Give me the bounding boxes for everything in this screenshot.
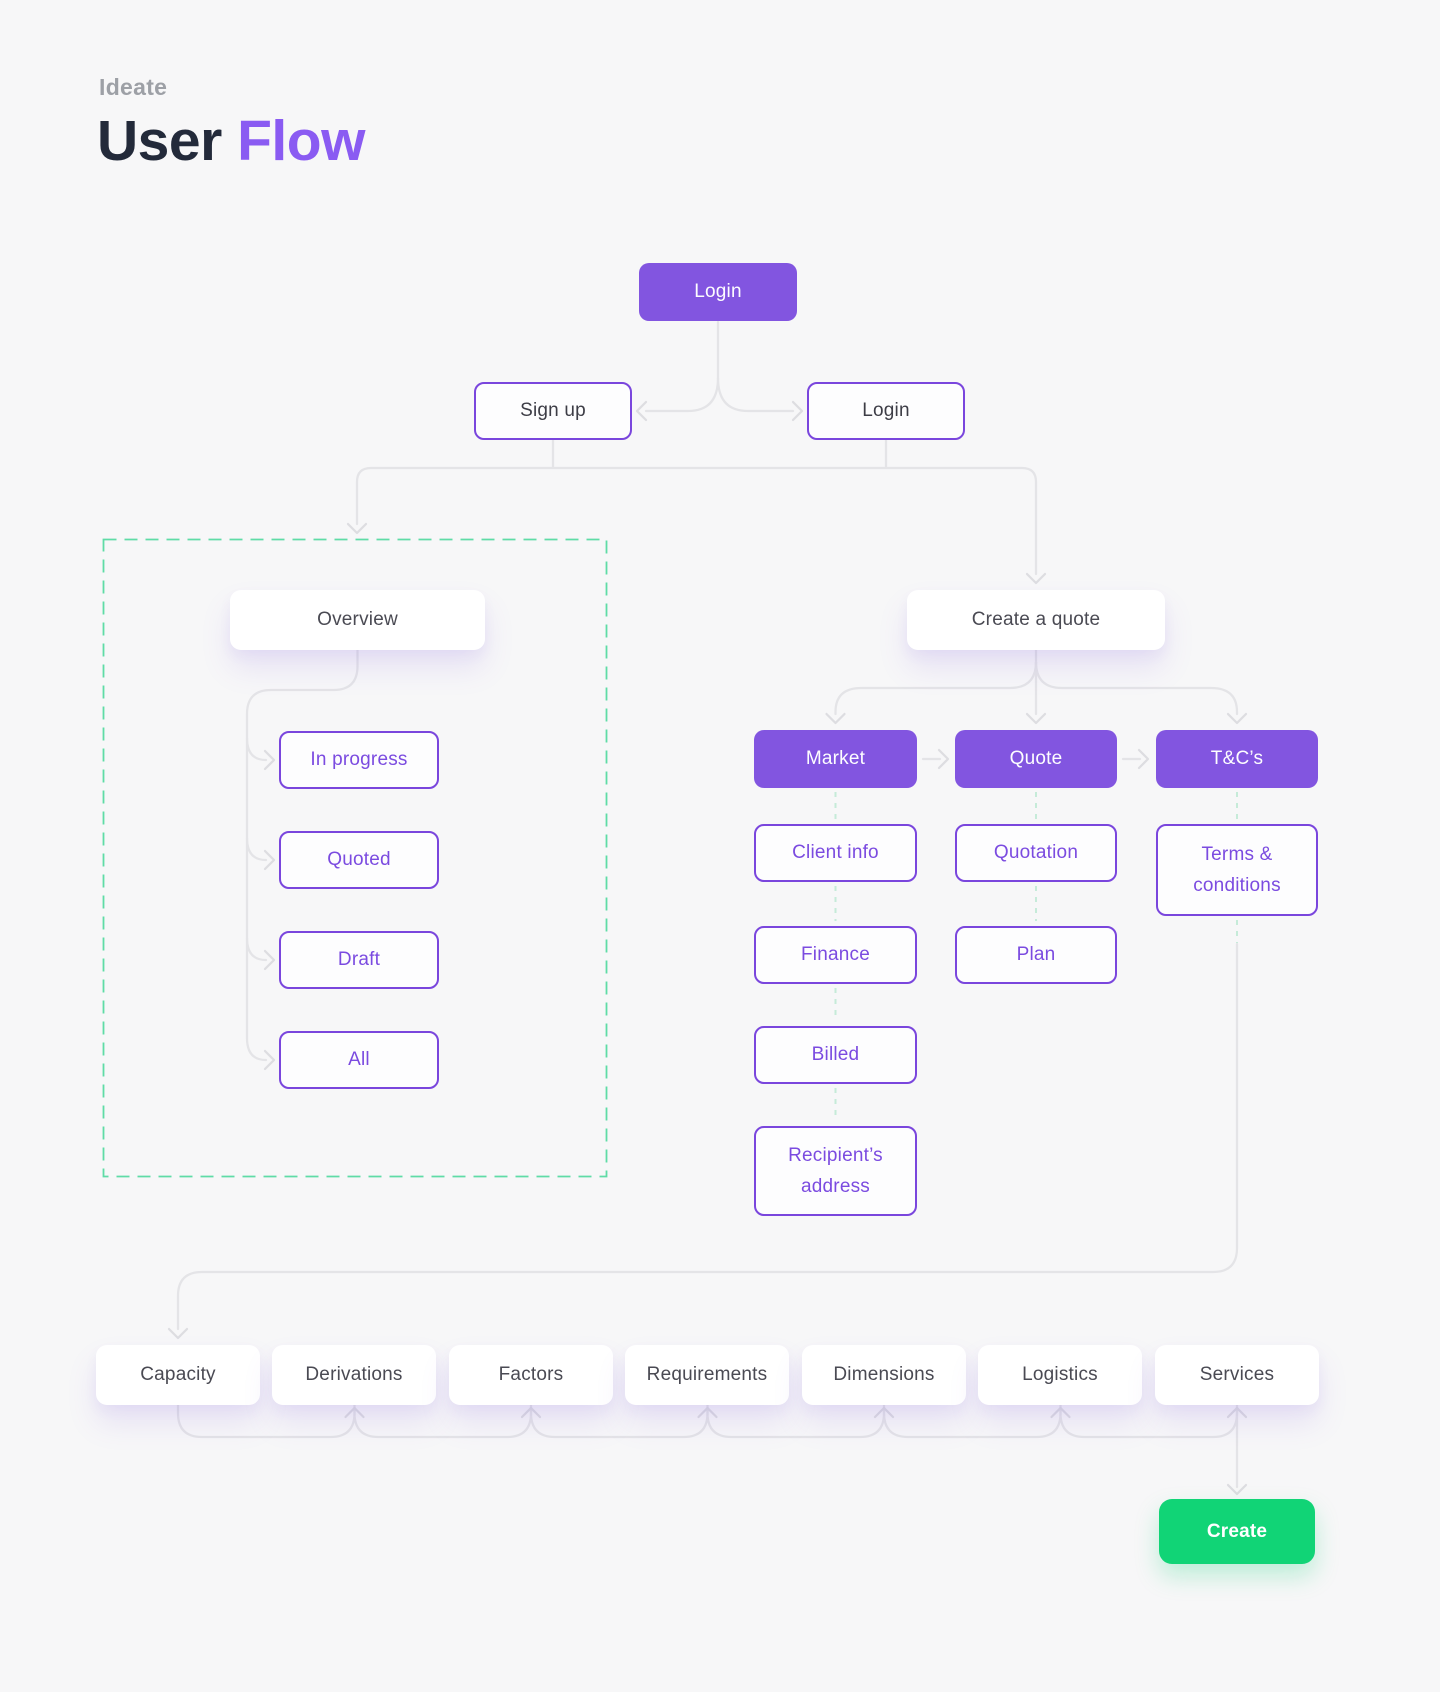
node-create-a-quote[interactable]: Create a quote — [907, 590, 1165, 650]
page-title: User Flow — [97, 108, 365, 174]
node-sign-up[interactable]: Sign up — [474, 382, 632, 440]
node-capacity[interactable]: Capacity — [96, 1345, 260, 1405]
node-market[interactable]: Market — [754, 730, 917, 788]
create-button[interactable]: Create — [1159, 1499, 1315, 1564]
gray-flow-lines — [176, 320, 1239, 1489]
arrowheads — [167, 400, 1248, 1496]
node-quote[interactable]: Quote — [955, 730, 1117, 788]
node-tcs[interactable]: T&C’s — [1156, 730, 1318, 788]
node-plan[interactable]: Plan — [955, 926, 1117, 984]
overview-group-dashed-border — [102, 538, 608, 1178]
node-billed[interactable]: Billed — [754, 1026, 917, 1084]
node-terms-conditions[interactable]: Terms & conditions — [1156, 824, 1318, 916]
dashed-subtask-connectors — [834, 792, 1238, 1121]
page-title-primary: User — [97, 109, 222, 173]
node-login-option[interactable]: Login — [807, 382, 965, 440]
node-dimensions[interactable]: Dimensions — [802, 1345, 966, 1405]
node-logistics[interactable]: Logistics — [978, 1345, 1142, 1405]
node-quoted[interactable]: Quoted — [279, 831, 439, 889]
node-overview[interactable]: Overview — [230, 590, 485, 650]
node-requirements[interactable]: Requirements — [625, 1345, 789, 1405]
node-draft[interactable]: Draft — [279, 931, 439, 989]
node-finance[interactable]: Finance — [754, 926, 917, 984]
node-login-entry[interactable]: Login — [639, 263, 797, 321]
eyebrow-label: Ideate — [99, 74, 168, 100]
node-derivations[interactable]: Derivations — [272, 1345, 436, 1405]
page-title-accent: Flow — [237, 109, 365, 173]
node-factors[interactable]: Factors — [449, 1345, 613, 1405]
node-quotation[interactable]: Quotation — [955, 824, 1117, 882]
node-client-info[interactable]: Client info — [754, 824, 917, 882]
node-in-progress[interactable]: In progress — [279, 731, 439, 789]
node-all[interactable]: All — [279, 1031, 439, 1089]
node-services[interactable]: Services — [1155, 1345, 1319, 1405]
node-recipients-address[interactable]: Recipient’s address — [754, 1126, 917, 1216]
